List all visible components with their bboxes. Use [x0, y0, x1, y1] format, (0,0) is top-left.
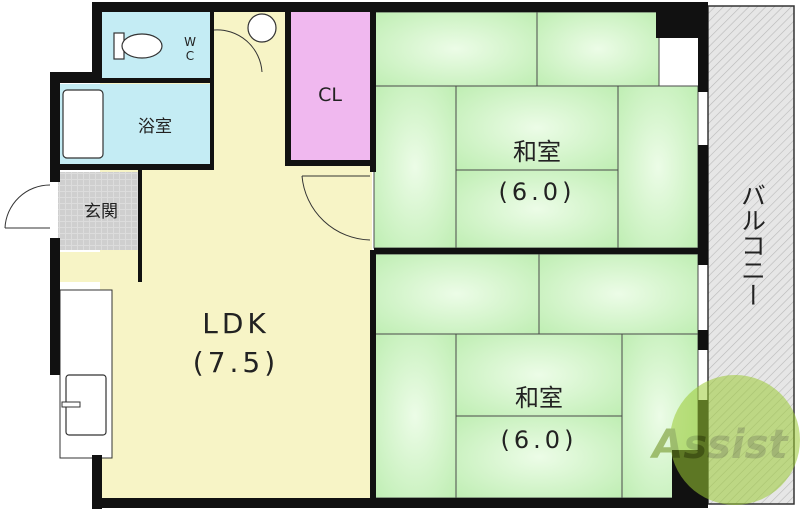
entrance-label: 玄関 [84, 202, 118, 222]
washitsu-upper-name: 和室 [513, 138, 561, 166]
wc-label-w: W [184, 35, 196, 49]
washitsu-lower-name: 和室 [515, 384, 563, 412]
balcony-label: バルコニー [738, 183, 767, 308]
closet [289, 12, 372, 164]
sink-wc-icon [247, 13, 277, 43]
bathtub-icon [62, 89, 104, 159]
washitsu-lower-size: (6.0) [501, 426, 578, 454]
washitsu-upper-tatami [373, 11, 699, 249]
closet-label: CL [318, 84, 342, 106]
ldk-name: LDK [202, 307, 270, 340]
wc-door-swing [213, 29, 263, 73]
wc-label-c: C [186, 49, 194, 63]
washitsu-upper-size: (6.0) [499, 178, 576, 206]
bath-label: 浴室 [138, 117, 172, 137]
ldk-door-swing [301, 175, 371, 241]
toilet-icon [113, 32, 163, 60]
washitsu-lower-tatami [373, 253, 699, 499]
ldk-size: (7.5) [193, 346, 279, 379]
entrance-floor [58, 172, 140, 250]
entrance-door-swing [4, 184, 51, 229]
walls [50, 2, 708, 509]
watermark-text: Assist [649, 422, 789, 468]
assist-watermark: Assist [649, 375, 800, 505]
